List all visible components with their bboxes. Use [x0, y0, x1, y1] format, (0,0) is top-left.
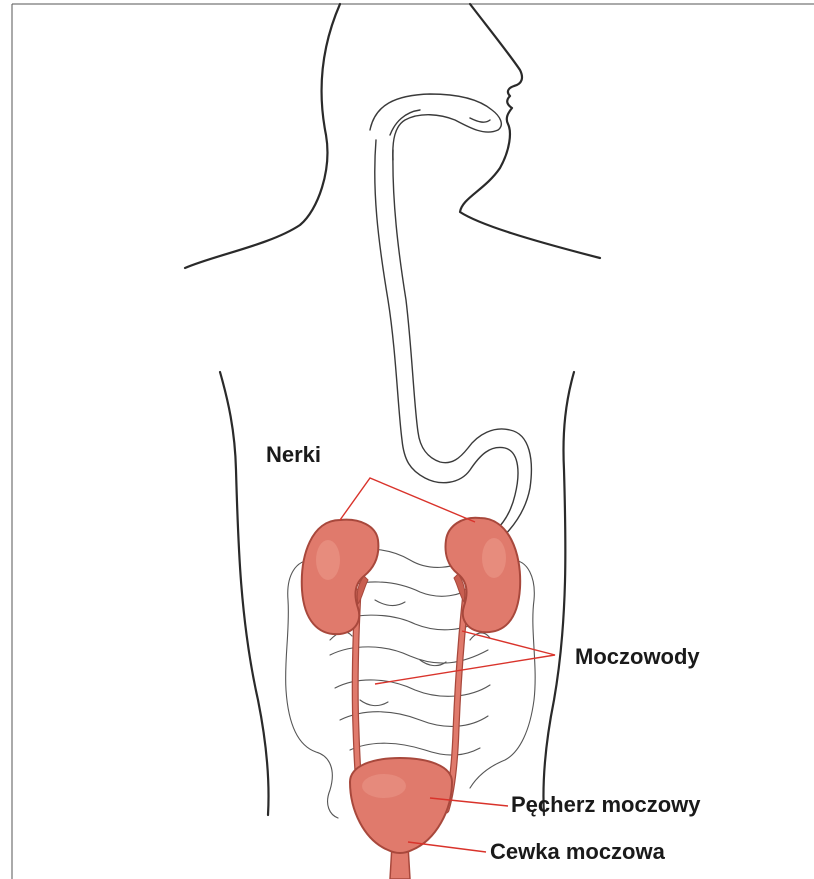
kidney-left [302, 520, 379, 634]
torso-left-outline [220, 372, 269, 815]
digestive-tract-outline [370, 94, 531, 560]
oral-cavity [370, 94, 501, 160]
oral-detail [390, 110, 490, 135]
kidney-left-highlight [316, 540, 340, 580]
kidneys [302, 518, 520, 634]
esophagus [375, 140, 518, 552]
kidney-right-highlight [482, 538, 506, 578]
bladder [350, 758, 452, 853]
label-bladder: Pęcherz moczowy [511, 792, 701, 817]
label-ureters: Moczowody [575, 644, 700, 669]
figure-frame [12, 4, 814, 879]
bladder-group [350, 758, 452, 879]
head-back-outline [185, 4, 340, 268]
label-kidneys: Nerki [266, 442, 321, 467]
esophagus-inner [393, 150, 532, 560]
torso-right-outline [543, 372, 574, 815]
bladder-highlight [362, 774, 406, 798]
label-urethra: Cewka moczowa [490, 839, 666, 864]
body-outline [185, 4, 600, 815]
leader-kidneys [340, 478, 475, 522]
